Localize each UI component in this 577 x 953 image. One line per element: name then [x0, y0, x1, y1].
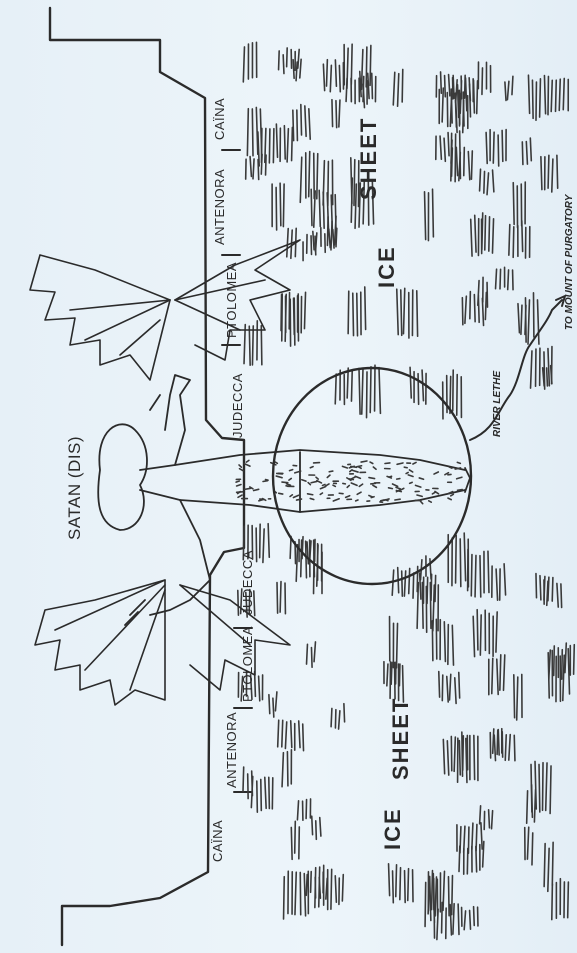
ice-label-bottom: ICE	[380, 807, 405, 850]
judecca-circle	[273, 368, 471, 584]
river-lethe-label: RIVER LETHE	[492, 371, 503, 437]
zone-label-ptolomea-bottom: PTOLOMEA	[240, 626, 255, 702]
satan-figure	[98, 375, 470, 625]
zone-label-caina-top: CAÏNA	[212, 98, 227, 140]
sheet-label-top: SHEET	[356, 117, 381, 200]
zone-label-antenora-top: ANTENORA	[212, 169, 227, 245]
zone-label-antenora-bottom: ANTENORA	[224, 712, 239, 788]
satan-label: SATAN (DIS)	[65, 436, 84, 540]
ice-label-top: ICE	[374, 245, 399, 288]
sheet-label-bottom: SHEET	[388, 697, 413, 780]
zone-label-caina-bottom: CAÏNA	[210, 820, 225, 862]
zone-label-judecca-top: JUDECCA	[230, 373, 245, 438]
zone-label-ptolomea-top: PTOLOMEA	[224, 262, 239, 338]
zone-label-judecca-bottom: JUDECCA	[240, 550, 255, 615]
purgatory-label: TO MOUNT OF PURGATORY	[564, 193, 575, 330]
ice-hatching-top	[243, 42, 568, 419]
satan-fur	[236, 460, 462, 503]
